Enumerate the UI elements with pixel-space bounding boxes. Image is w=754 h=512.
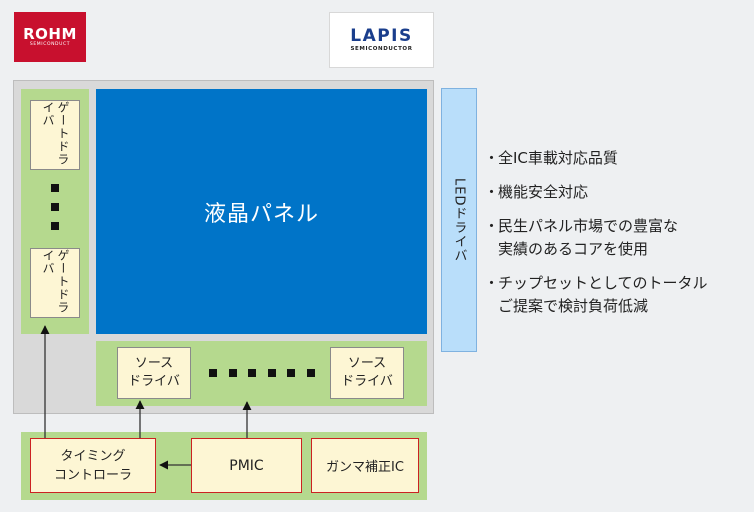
gamma-correction-ic: ガンマ補正IC xyxy=(311,438,419,493)
rohm-logo-text: ROHM xyxy=(23,25,77,43)
led-driver-label: LEDドライバ xyxy=(451,177,467,263)
timing-controller: タイミング コントローラ xyxy=(30,438,156,493)
feature-bullet: ・ xyxy=(484,183,500,201)
source-driver-ellipsis xyxy=(209,369,315,378)
lapis-logo-text: LAPIS xyxy=(350,26,413,46)
lcd-panel: 液晶パネル xyxy=(96,89,427,334)
pmic: PMIC xyxy=(191,438,302,493)
lapis-logo-subtext: SEMICONDUCTOR xyxy=(350,46,413,52)
feature-text: 民生パネル市場での豊富な 実績のあるコアを使用 xyxy=(498,217,679,258)
source-driver-right: ソース ドライバ xyxy=(330,347,404,399)
lapis-logo: LAPIS SEMICONDUCTOR xyxy=(329,12,434,68)
feature-list: ・ 全IC車載対応品質 ・ 機能安全対応 ・ 民生パネル市場での豊富な 実績のあ… xyxy=(484,147,750,329)
gate-driver-ellipsis xyxy=(50,184,59,230)
rohm-logo-subtext: SEMICONDUCT xyxy=(29,42,71,47)
feature-bullet: ・ xyxy=(484,149,500,167)
feature-item: ・ 全IC車載対応品質 xyxy=(484,147,750,170)
gate-driver-top-label: ゲートドライバ xyxy=(41,101,70,166)
feature-bullet: ・ xyxy=(484,274,500,292)
feature-item: ・ 機能安全対応 xyxy=(484,181,750,204)
source-driver-left: ソース ドライバ xyxy=(117,347,191,399)
feature-text: チップセットとしてのトータル ご提案で検討負荷低減 xyxy=(498,274,708,315)
feature-text: 全IC車載対応品質 xyxy=(498,149,618,167)
lcd-panel-label: 液晶パネル xyxy=(203,201,319,227)
rohm-logo: ROHM SEMICONDUCT xyxy=(14,12,86,62)
feature-item: ・ 民生パネル市場での豊富な 実績のあるコアを使用 xyxy=(484,215,750,261)
gate-driver-bottom-label: ゲートドライバ xyxy=(41,249,70,314)
gate-driver-top: ゲートドライバ xyxy=(30,100,80,170)
gate-driver-bottom: ゲートドライバ xyxy=(30,248,80,318)
led-driver: LEDドライバ xyxy=(441,88,477,352)
feature-bullet: ・ xyxy=(484,217,500,235)
feature-item: ・ チップセットとしてのトータル ご提案で検討負荷低減 xyxy=(484,272,750,318)
feature-text: 機能安全対応 xyxy=(498,183,589,201)
